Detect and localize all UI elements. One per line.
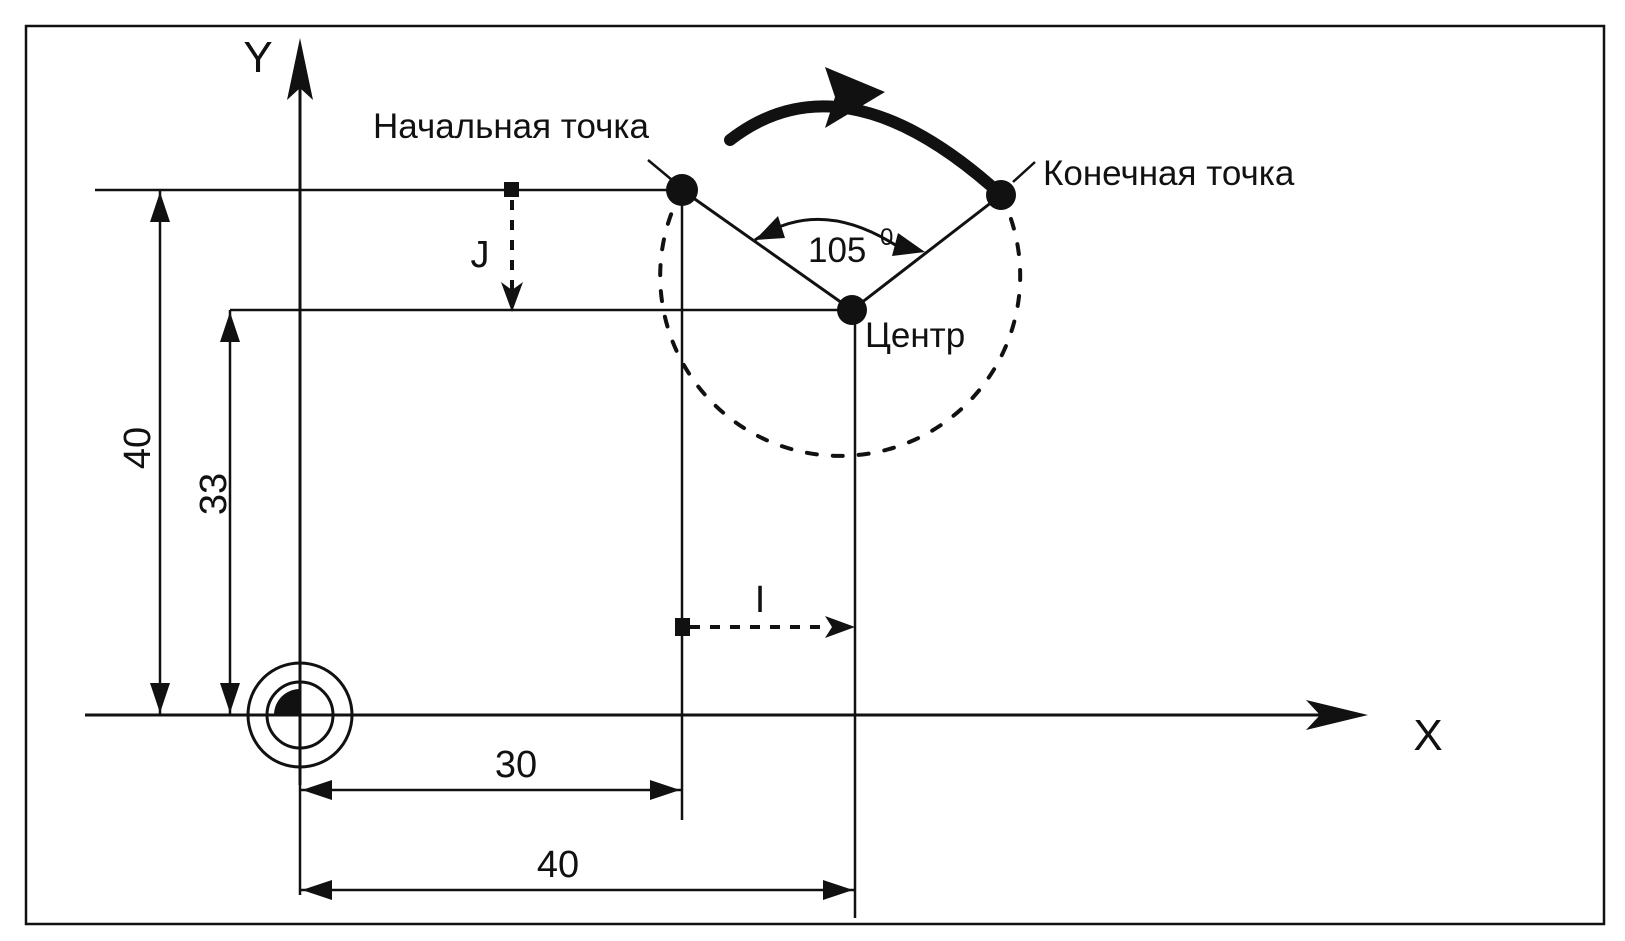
- dim-start-x-value: 30: [495, 744, 537, 786]
- y-axis: [287, 38, 313, 785]
- end-point-marker: [986, 180, 1016, 210]
- arc-circle-dotted: [658, 188, 1023, 458]
- figure-frame: [24, 24, 1606, 926]
- x-axis-label: X: [1413, 711, 1442, 760]
- arc-direction: [724, 67, 996, 191]
- radius-end: [851, 193, 1002, 312]
- dim-center-y-value: 33: [193, 473, 235, 515]
- j-offset-label: J: [471, 234, 490, 276]
- dim-center-x-value: 40: [537, 844, 579, 886]
- angle-value: 105: [808, 231, 866, 270]
- angle-arc: [754, 216, 925, 256]
- dim-center-x: [300, 880, 855, 900]
- start-point-label: Начальная точка: [373, 107, 649, 146]
- y-axis-label: Y: [243, 33, 272, 82]
- dim-start-y: [150, 190, 170, 715]
- angle-degree-mark: 0: [880, 224, 893, 251]
- angle-label: 105 0: [808, 224, 893, 270]
- center-point-marker: [837, 295, 867, 325]
- end-label-leader: [1012, 161, 1036, 183]
- dim-center-y: [220, 310, 240, 715]
- dim-start-x: [300, 780, 682, 800]
- j-offset-arrow: [501, 182, 523, 312]
- i-offset-label: I: [755, 579, 766, 621]
- radius-start: [681, 188, 853, 312]
- center-label: Центр: [865, 316, 965, 355]
- start-label-leader: [647, 159, 679, 186]
- dim-start-y-value: 40: [117, 427, 159, 469]
- i-offset-arrow: [675, 616, 855, 638]
- end-point-label: Конечная точка: [1043, 154, 1295, 193]
